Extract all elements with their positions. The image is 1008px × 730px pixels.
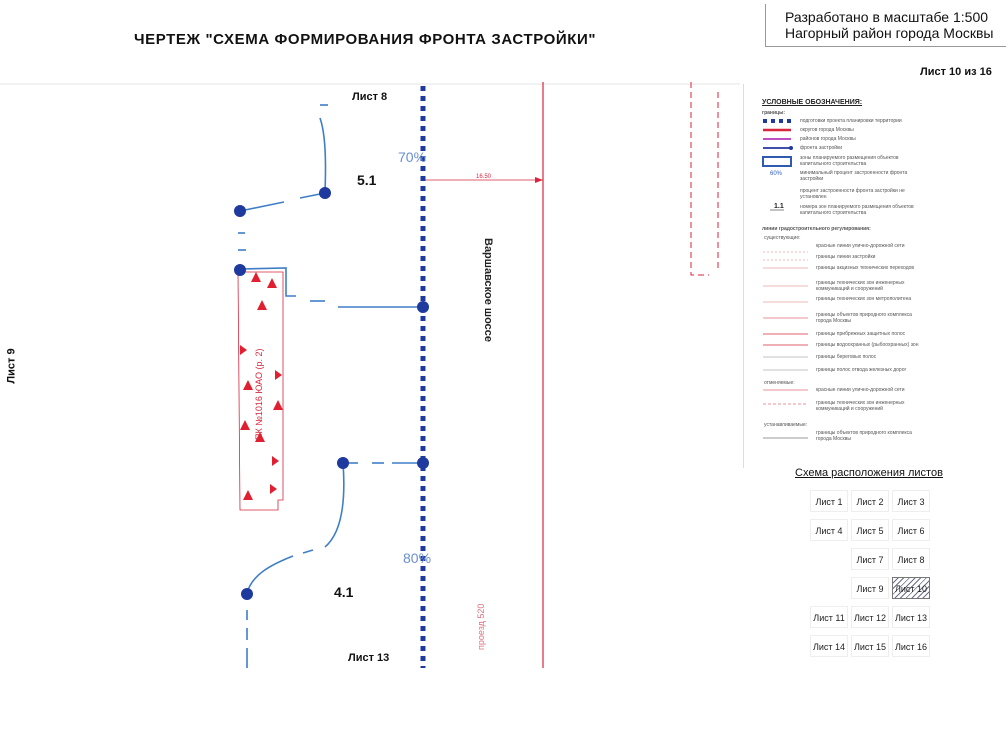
- sheet-cell[interactable]: Лист 6: [892, 519, 930, 541]
- sheet-cell[interactable]: Лист 15: [851, 635, 889, 657]
- sheet-cell[interactable]: Лист 9: [851, 577, 889, 599]
- frontage-lines: [238, 104, 423, 668]
- legend-panel: УСЛОВНЫЕ ОБОЗНАЧЕНИЯ: границы: подготовк…: [743, 84, 996, 468]
- legend-item: номера зон планируемого размещения объек…: [800, 204, 914, 216]
- legend-group: устанавливаемые:: [764, 422, 808, 428]
- sheet-cell[interactable]: Лист 13: [892, 606, 930, 628]
- sheet-cell[interactable]: Лист 16: [892, 635, 930, 657]
- percent-top: 70%: [398, 149, 426, 165]
- percent-bottom: 80%: [403, 550, 431, 566]
- legend-item: границы технических зон инженерных комму…: [816, 400, 905, 412]
- legend-item: красные линии улично-дорожной сети: [816, 243, 905, 249]
- sheet-cell[interactable]: Лист 4: [810, 519, 848, 541]
- legend-item: границы объектов природного комплекса го…: [816, 430, 912, 442]
- legend-group: существующие:: [764, 235, 801, 241]
- legend-item: процент застроенности фронта застройки н…: [800, 188, 905, 200]
- legend-group: отменяемые:: [764, 380, 795, 386]
- sheet-cell[interactable]: Лист 2: [851, 490, 889, 512]
- legend-num-sample: 1.1: [774, 203, 784, 210]
- legend-item: границы прибрежных защитных полос: [816, 331, 906, 337]
- legend-item: фронта застройки: [800, 145, 843, 151]
- scale-note: Разработано в масштабе 1:500: [785, 9, 989, 25]
- legend-item: подготовки проекта планировки территории: [800, 118, 902, 124]
- legend-subtitle: границы:: [762, 110, 786, 116]
- legend-item: границы водоохранных (рыбоохранных) зон: [816, 342, 919, 348]
- sheet-layout-title: Схема расположения листов: [795, 467, 943, 479]
- legend-item: границы акцизных технических переходов: [816, 265, 915, 271]
- sheet-cell[interactable]: Лист 7: [851, 548, 889, 570]
- passage-label: проезд 520: [476, 604, 486, 650]
- pk-boundary: [237, 271, 284, 511]
- sheet-cell[interactable]: Лист 5: [851, 519, 889, 541]
- sheet-cell[interactable]: Лист 3: [892, 490, 930, 512]
- red-line-dashed: [690, 82, 709, 276]
- street-name: Варшавское шоссе: [482, 238, 494, 342]
- legend-item: границы технических зон инженерных комму…: [816, 280, 905, 292]
- legend-item: границы линии застройки: [816, 254, 876, 260]
- sheet-cell[interactable]: Лист 14: [810, 635, 848, 657]
- legend-item: границы полос отвода железных дорог: [816, 367, 907, 373]
- legend-item: минимальный процент застроенности фронта…: [800, 170, 908, 182]
- pk-label: ПК №1016 ЮАО (р. 2): [254, 349, 264, 441]
- legend-symbols: [762, 119, 808, 439]
- stamp-box: [765, 4, 1006, 47]
- sheet-cell[interactable]: Лист 12: [851, 606, 889, 628]
- legend-item: районов города Москвы: [800, 136, 856, 142]
- dimension-arrow: [535, 177, 543, 183]
- legend-item: красные линии улично-дорожной сети: [816, 387, 905, 393]
- district-note: Нагорный район города Москвы: [785, 25, 994, 41]
- sheet-number: Лист 10 из 16: [920, 66, 992, 78]
- legend-pct-sample: 60%: [770, 171, 783, 177]
- sheet-cell-current[interactable]: Лист 10: [892, 577, 930, 599]
- legend-item: границы береговых полос: [816, 354, 877, 360]
- frontage-nodes: [234, 187, 429, 600]
- sheet-cell[interactable]: Лист 8: [892, 548, 930, 570]
- legend-title: УСЛОВНЫЕ ОБОЗНАЧЕНИЯ:: [762, 99, 863, 106]
- dimension-label: 16.50: [476, 174, 492, 180]
- sheet-label-bottom[interactable]: Лист 13: [348, 652, 389, 664]
- drawing-title: ЧЕРТЕЖ "СХЕМА ФОРМИРОВАНИЯ ФРОНТА ЗАСТРО…: [134, 31, 597, 48]
- legend-section: линии градостроительного регулирования:: [762, 226, 871, 232]
- legend-item: зоны планируемого размещения объектов ка…: [800, 155, 899, 167]
- sheet-label-top[interactable]: Лист 8: [352, 91, 387, 103]
- pk-markers: [240, 272, 283, 500]
- zone-label-a: 5.1: [357, 172, 377, 188]
- sheet-cell[interactable]: Лист 11: [810, 606, 848, 628]
- legend-item: границы технических зон метрополитена: [816, 296, 912, 302]
- legend-item: границы объектов природного комплекса го…: [816, 312, 912, 324]
- zone-label-b: 4.1: [334, 584, 354, 600]
- legend-item: округов города Москвы: [800, 127, 854, 133]
- sheet-cell[interactable]: Лист 1: [810, 490, 848, 512]
